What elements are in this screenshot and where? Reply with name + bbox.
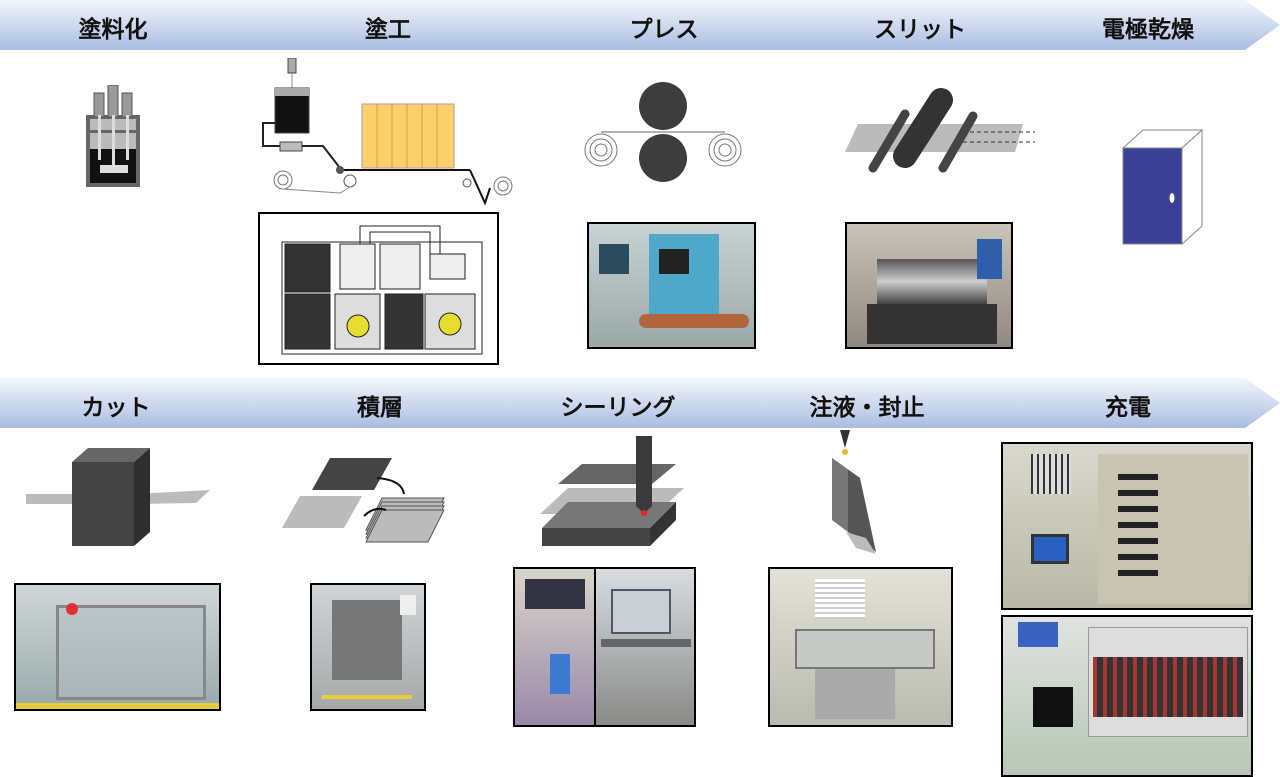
- step-label-injection: 注液・封止: [809, 395, 925, 421]
- roll-press-icon: [584, 82, 742, 182]
- mixer-icon: [86, 85, 140, 187]
- step-label-drying: 電極乾燥: [1102, 17, 1194, 43]
- stacking-machine-photo: [310, 583, 426, 711]
- process-arrow-bottom: カット 積層 シーリング 注液・封止 充電: [0, 378, 1280, 428]
- coater-diagram-icon: [262, 58, 513, 206]
- slitter-machine-photo: [845, 222, 1013, 349]
- charging-equipment-photo-2: [1001, 615, 1253, 777]
- press-machine-photo: [587, 222, 756, 349]
- electrolyte-injection-icon: [832, 430, 876, 554]
- stacking-icon: [282, 458, 445, 543]
- cutting-machine-photo: [14, 583, 221, 711]
- sealing-machine-photo-1: [513, 567, 596, 727]
- sealing-machine-photo-2: [594, 567, 696, 727]
- process-arrow-top: 塗料化 塗工 プレス スリット 電極乾燥: [0, 0, 1280, 50]
- coater-drawing: [258, 212, 499, 365]
- injection-machine-photo: [768, 567, 953, 727]
- step-label-stack: 積層: [357, 395, 403, 421]
- step-label-cut: カット: [81, 395, 151, 421]
- step-label-press: プレス: [629, 17, 699, 43]
- step-label-slit: スリット: [874, 17, 966, 43]
- sealing-icon: [540, 436, 684, 546]
- cutter-icon: [26, 448, 210, 546]
- step-label-coating: 塗工: [365, 17, 411, 43]
- step-label-sealing: シーリング: [560, 395, 676, 421]
- drying-oven-icon: [1121, 128, 1204, 246]
- slitter-icon: [845, 88, 1035, 173]
- charging-equipment-photo-1: [1001, 442, 1253, 610]
- step-label-slurry: 塗料化: [78, 17, 148, 43]
- step-label-charge: 充電: [1105, 395, 1151, 421]
